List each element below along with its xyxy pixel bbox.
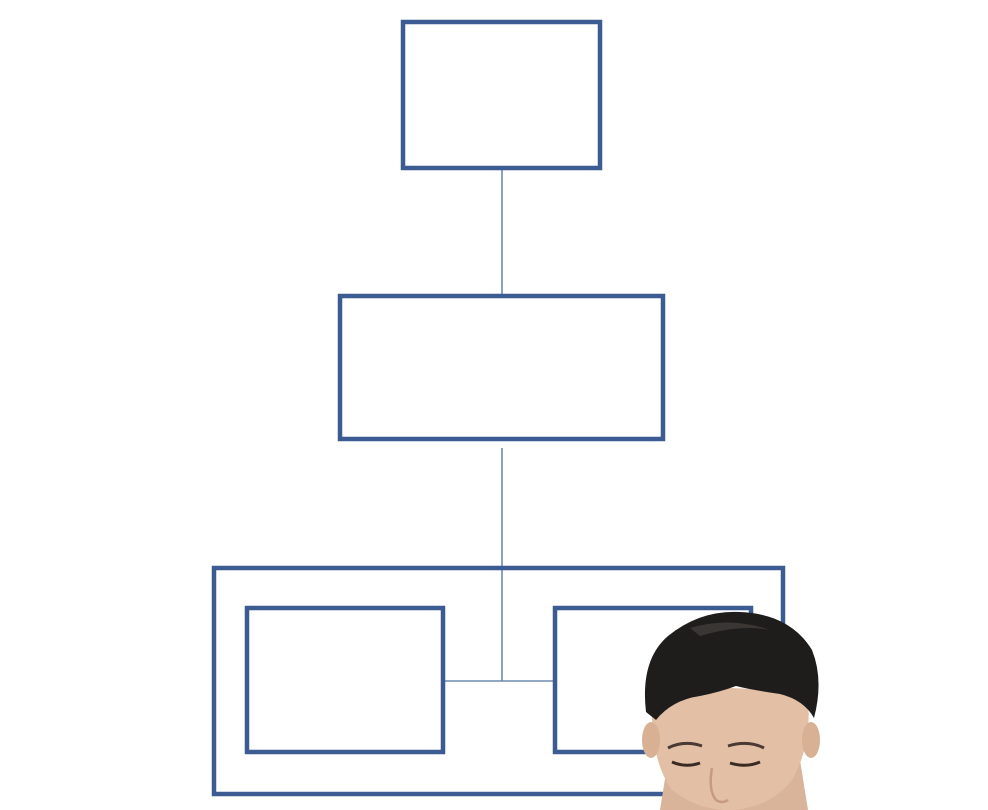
presenter-ear-left [642, 722, 660, 758]
bottom-left-box [244, 605, 446, 755]
presenter-hair-highlight [690, 622, 770, 636]
presenter-hair [644, 611, 819, 720]
presenter-face [651, 688, 809, 810]
presenter-brow-right [727, 741, 765, 750]
presenter-ear-right [802, 722, 820, 758]
presenter-webcam-overlay [642, 611, 820, 810]
top-box [400, 19, 603, 171]
presenter-nose [709, 767, 729, 804]
presenter-brow-left [667, 741, 703, 750]
presenter-eye-left [671, 760, 701, 767]
middle-box [337, 293, 666, 442]
nodes [211, 19, 786, 797]
presenter-eye-right [729, 760, 761, 767]
connectors [444, 168, 556, 682]
